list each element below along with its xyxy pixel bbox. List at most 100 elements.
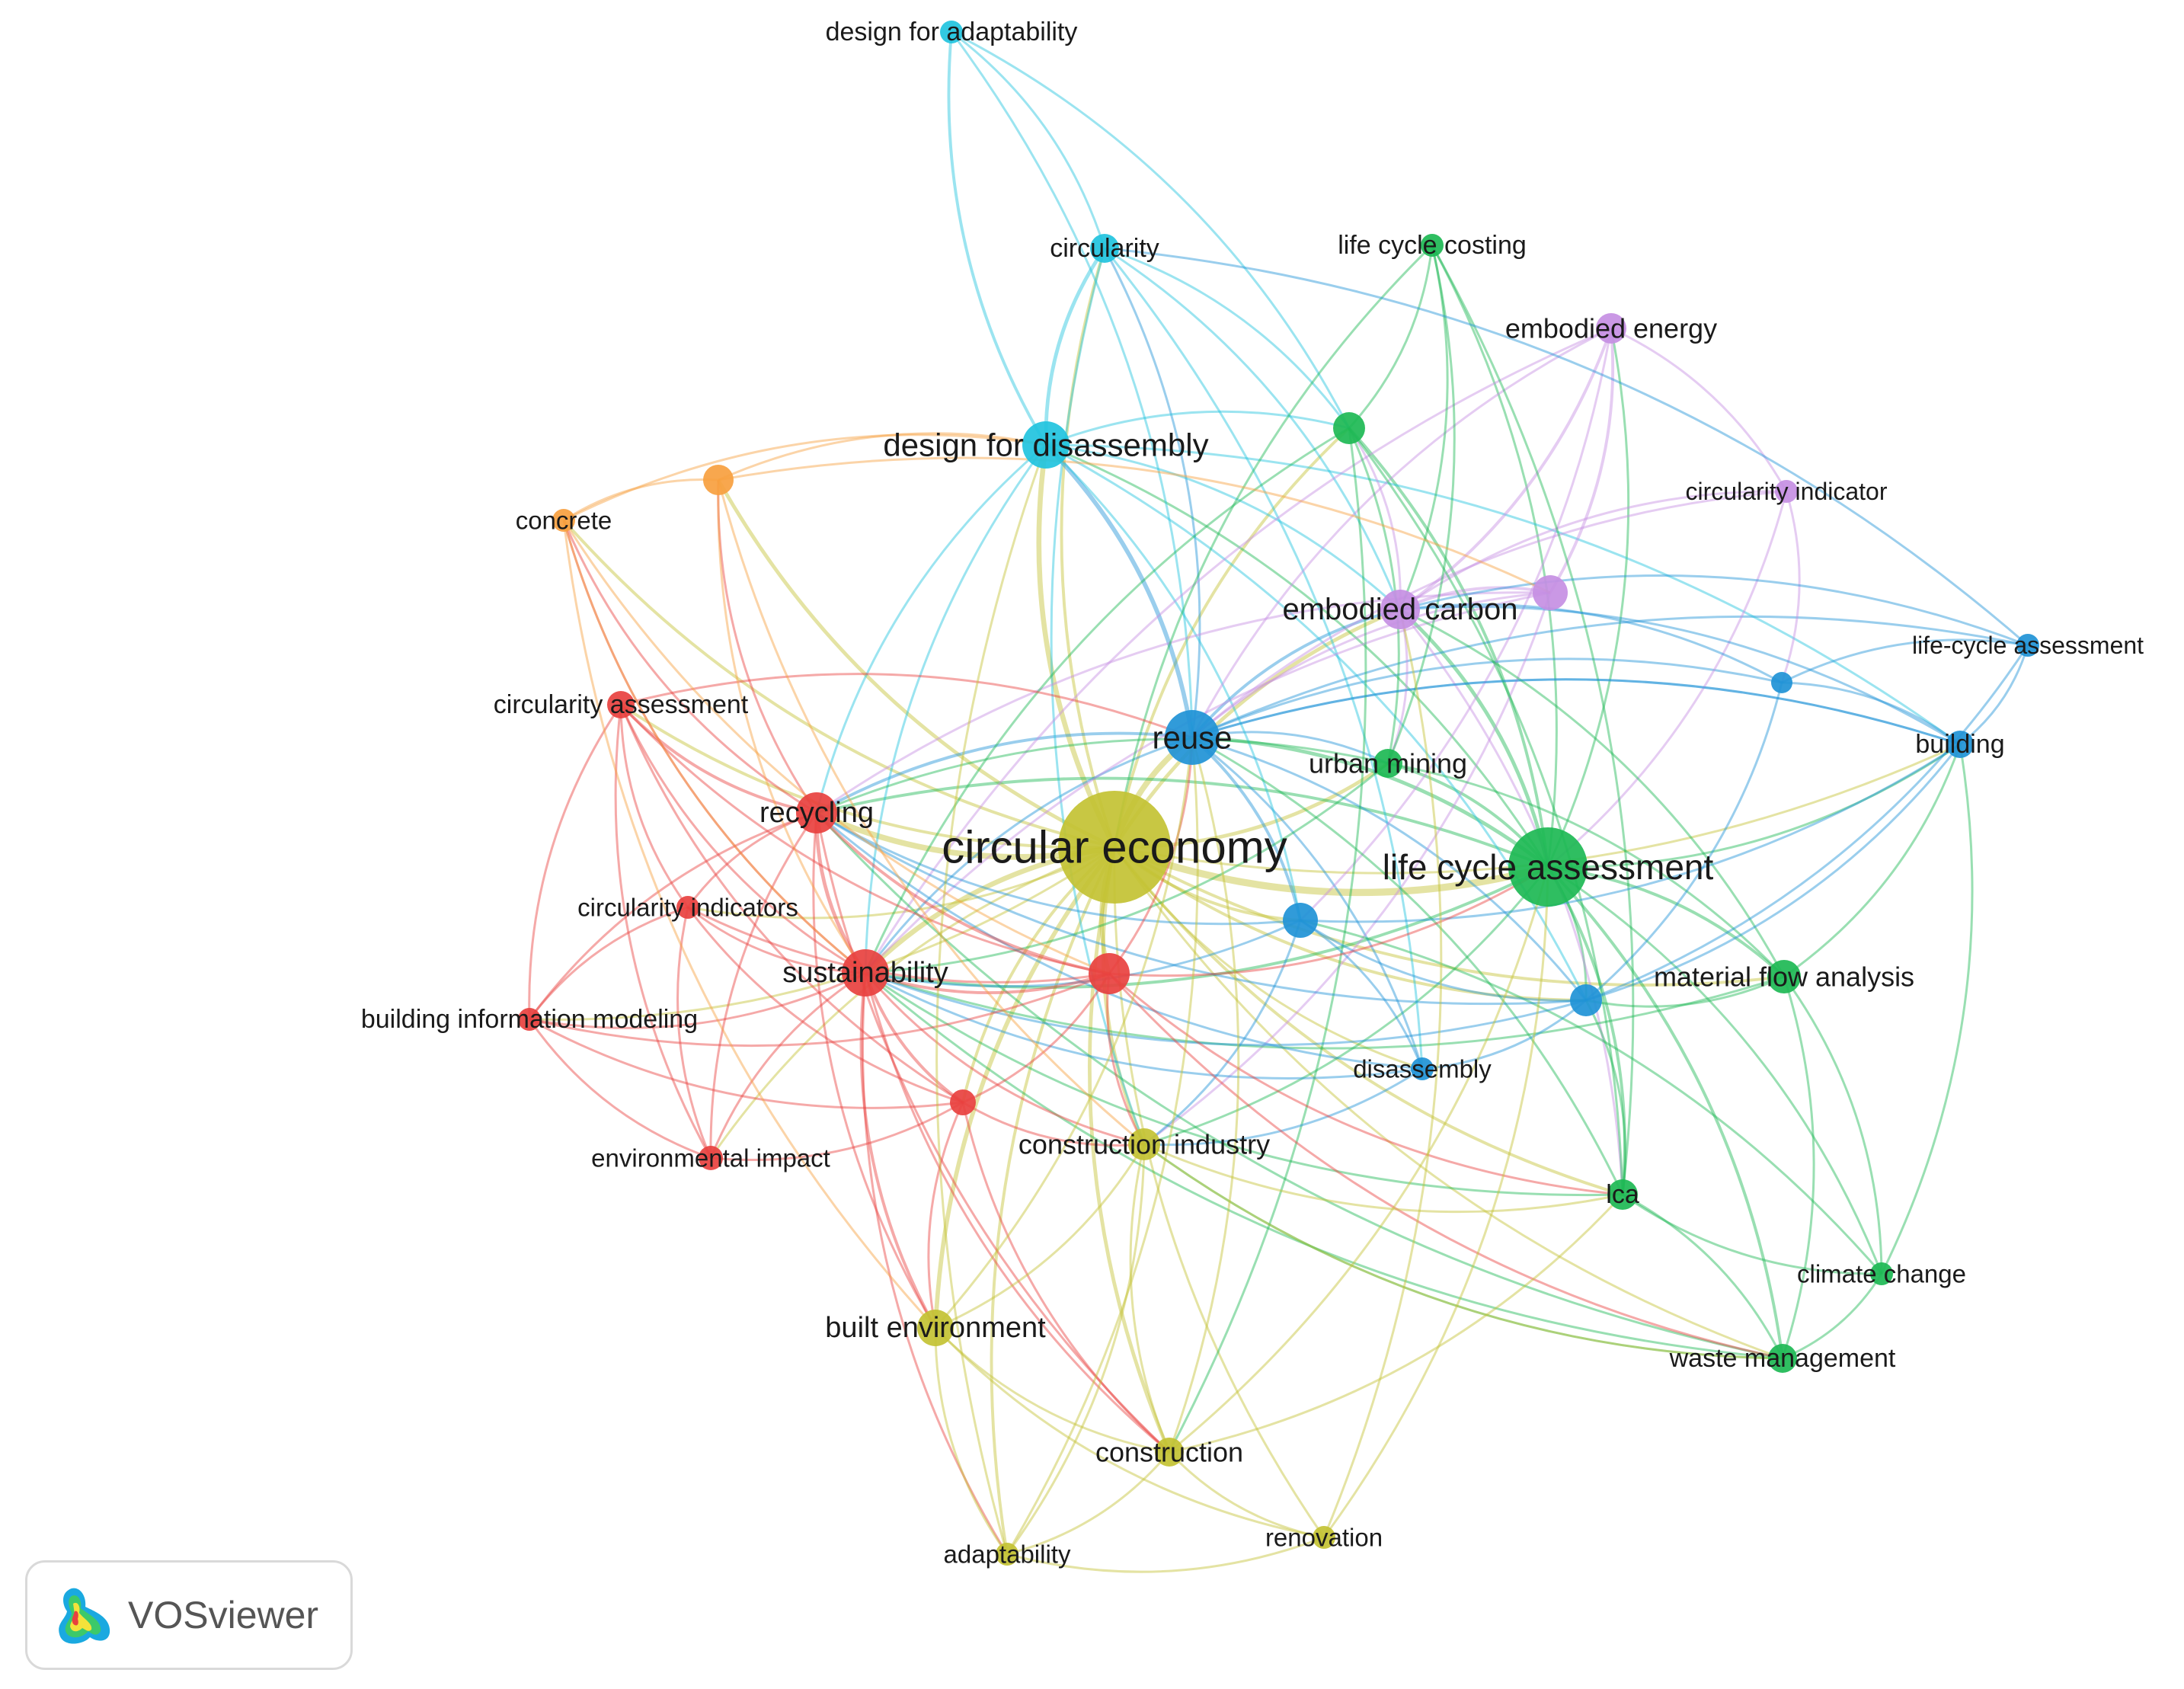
- link-unlabeled-red-2-construction: [961, 1102, 1170, 1454]
- link-circular-economy-unlabeled-orange-1: [716, 478, 1116, 849]
- node-unlabeled-blue-1[interactable]: [1771, 672, 1792, 693]
- label-circularity: circularity: [1050, 234, 1159, 263]
- node-reuse[interactable]: [1165, 710, 1220, 765]
- link-sustainability-circularity-indicators: [687, 906, 866, 974]
- node-unlabeled-green-1[interactable]: [1333, 412, 1365, 444]
- link-lca-reuse: [1191, 736, 1624, 1195]
- link-circular-economy-life-cycle-assessment: [1113, 843, 1549, 897]
- node-circularity-indicator[interactable]: [1775, 480, 1798, 503]
- node-recycling[interactable]: [796, 792, 837, 833]
- node-unlabeled-red-2[interactable]: [950, 1089, 976, 1115]
- node-environmental-impact[interactable]: [699, 1146, 723, 1170]
- link-life-cycle-costing-lca: [1431, 245, 1635, 1195]
- node-life-cycle-costing[interactable]: [1421, 234, 1444, 257]
- node-construction-industry[interactable]: [1128, 1128, 1160, 1160]
- link-unlabeled-green-1-sustainability: [864, 427, 1350, 974]
- link-reuse-recycling: [816, 731, 1193, 814]
- node-design-for-adaptability[interactable]: [940, 21, 963, 43]
- link-unlabeled-blue-2-disassembly: [1300, 919, 1424, 1070]
- link-sustainability-adaptability: [862, 972, 1009, 1555]
- node-circularity[interactable]: [1090, 234, 1119, 263]
- link-unlabeled-purple-1-recycling: [816, 591, 1551, 814]
- node-concrete[interactable]: [552, 509, 575, 532]
- link-circular-economy-waste-management: [1113, 846, 1783, 1360]
- link-life-cycle-costing-embodied-carbon: [1399, 245, 1449, 610]
- label-embodied-carbon: embodied carbon: [1282, 593, 1517, 626]
- link-circular-economy-circularity-assessment: [619, 703, 1115, 849]
- link-embodied-carbon-unlabeled-green-1: [1348, 427, 1402, 610]
- node-construction[interactable]: [1155, 1438, 1184, 1467]
- link-design-for-disassembly-building: [1045, 443, 1961, 746]
- link-building-unlabeled-blue-1: [1781, 681, 1961, 746]
- node-sustainability[interactable]: [842, 949, 889, 996]
- node-building-information-modeling[interactable]: [518, 1008, 541, 1031]
- node-embodied-energy[interactable]: [1596, 313, 1626, 344]
- node-design-for-disassembly[interactable]: [1022, 421, 1070, 469]
- node-urban-mining[interactable]: [1373, 749, 1402, 778]
- link-circularity-indicators-unlabeled-red-1: [687, 906, 1110, 984]
- link-circularity-indicators-environmental-impact: [676, 907, 712, 1159]
- link-life-cycle-assessment-waste-management: [1546, 865, 1784, 1359]
- link-circular-economy-adaptability: [990, 846, 1116, 1555]
- link-recycling-construction: [815, 812, 1171, 1454]
- link-reuse-unlabeled-blue-2: [1191, 736, 1302, 921]
- node-waste-management[interactable]: [1768, 1344, 1797, 1373]
- link-construction-reuse: [1168, 737, 1240, 1453]
- vosviewer-logo: VOSviewer: [25, 1560, 353, 1670]
- vosviewer-logo-text: VOSviewer: [128, 1594, 319, 1636]
- link-recycling-built-environment: [812, 812, 937, 1329]
- link-design-for-adaptability-reuse: [950, 31, 1194, 738]
- node-circularity-indicators[interactable]: [676, 896, 699, 919]
- link-reuse-embodied-carbon: [1191, 608, 1401, 739]
- label-lca: lca: [1606, 1180, 1639, 1209]
- link-reuse-building: [1191, 678, 1961, 746]
- node-disassembly[interactable]: [1411, 1057, 1434, 1080]
- node-material-flow-analysis[interactable]: [1767, 960, 1801, 993]
- link-lca-climate-change: [1622, 1193, 1882, 1275]
- link-construction-adaptability: [1006, 1451, 1171, 1556]
- label-concrete: concrete: [516, 507, 612, 535]
- node-unlabeled-purple-1[interactable]: [1533, 575, 1568, 610]
- link-sustainability-concrete: [562, 520, 866, 974]
- node-climate-change[interactable]: [1870, 1262, 1893, 1285]
- link-design-for-disassembly-design-for-adaptability: [947, 31, 1047, 446]
- link-reuse-circularity: [1103, 248, 1201, 738]
- link-unlabeled-blue-2-recycling: [816, 811, 1301, 926]
- node-unlabeled-blue-2[interactable]: [1283, 903, 1318, 938]
- node-life-cycle-assessment-hyphen[interactable]: [2016, 634, 2039, 657]
- link-recycling-circularity-assessment: [619, 703, 817, 814]
- node-built-environment[interactable]: [917, 1310, 954, 1346]
- link-sustainability-construction: [864, 972, 1170, 1454]
- link-life-cycle-assessment-embodied-energy: [1546, 328, 1630, 868]
- node-circularity-assessment[interactable]: [607, 691, 635, 718]
- node-unlabeled-blue-3[interactable]: [1570, 984, 1602, 1016]
- link-building-information-modeling-unlabeled-red-2: [529, 1018, 964, 1109]
- node-lca[interactable]: [1607, 1179, 1638, 1210]
- vosviewer-logo-icon: [59, 1588, 110, 1644]
- link-embodied-energy-unlabeled-blue-2: [1299, 328, 1613, 922]
- link-adaptability-renovation: [1006, 1536, 1325, 1573]
- node-embodied-carbon[interactable]: [1380, 590, 1420, 629]
- link-design-for-disassembly-recycling: [815, 443, 1047, 814]
- link-circular-economy-unlabeled-blue-3: [1113, 846, 1587, 1002]
- node-circular-economy[interactable]: [1058, 791, 1171, 904]
- node-unlabeled-red-1[interactable]: [1089, 953, 1130, 994]
- label-life-cycle-costing: life cycle costing: [1338, 231, 1527, 260]
- label-life-cycle-assessment: life cycle assessment: [1383, 847, 1714, 887]
- node-life-cycle-assessment[interactable]: [1508, 827, 1588, 907]
- link-concrete-unlabeled-red-1: [562, 520, 1110, 975]
- link-concrete-design-for-disassembly: [563, 433, 1047, 522]
- link-circular-economy-design-for-disassembly: [1036, 444, 1117, 849]
- link-life-cycle-assessment-hyphen-circularity: [1104, 247, 2029, 647]
- node-renovation[interactable]: [1313, 1526, 1335, 1549]
- node-adaptability[interactable]: [996, 1543, 1018, 1566]
- link-circular-economy-built-environment: [933, 846, 1117, 1329]
- node-building[interactable]: [1946, 731, 1974, 758]
- link-circularity-indicator-unlabeled-blue-1: [1780, 491, 1801, 683]
- link-reuse-sustainability: [864, 736, 1193, 974]
- node-unlabeled-orange-1[interactable]: [703, 465, 734, 495]
- link-circular-economy-unlabeled-green-1: [1113, 427, 1351, 848]
- link-waste-management-recycling: [815, 811, 1783, 1360]
- link-unlabeled-red-1-reuse: [1108, 737, 1194, 974]
